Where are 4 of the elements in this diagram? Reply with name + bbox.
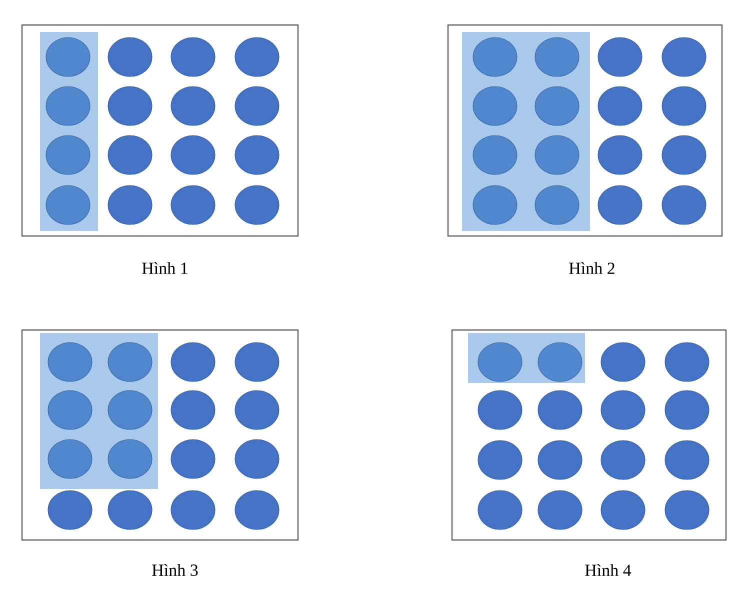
figure-caption: Hình 4 [585, 564, 632, 576]
figure-caption: Hình 1 [142, 262, 188, 274]
figure-caption: Hình 3 [152, 564, 198, 576]
figure-caption: Hình 2 [569, 262, 614, 274]
